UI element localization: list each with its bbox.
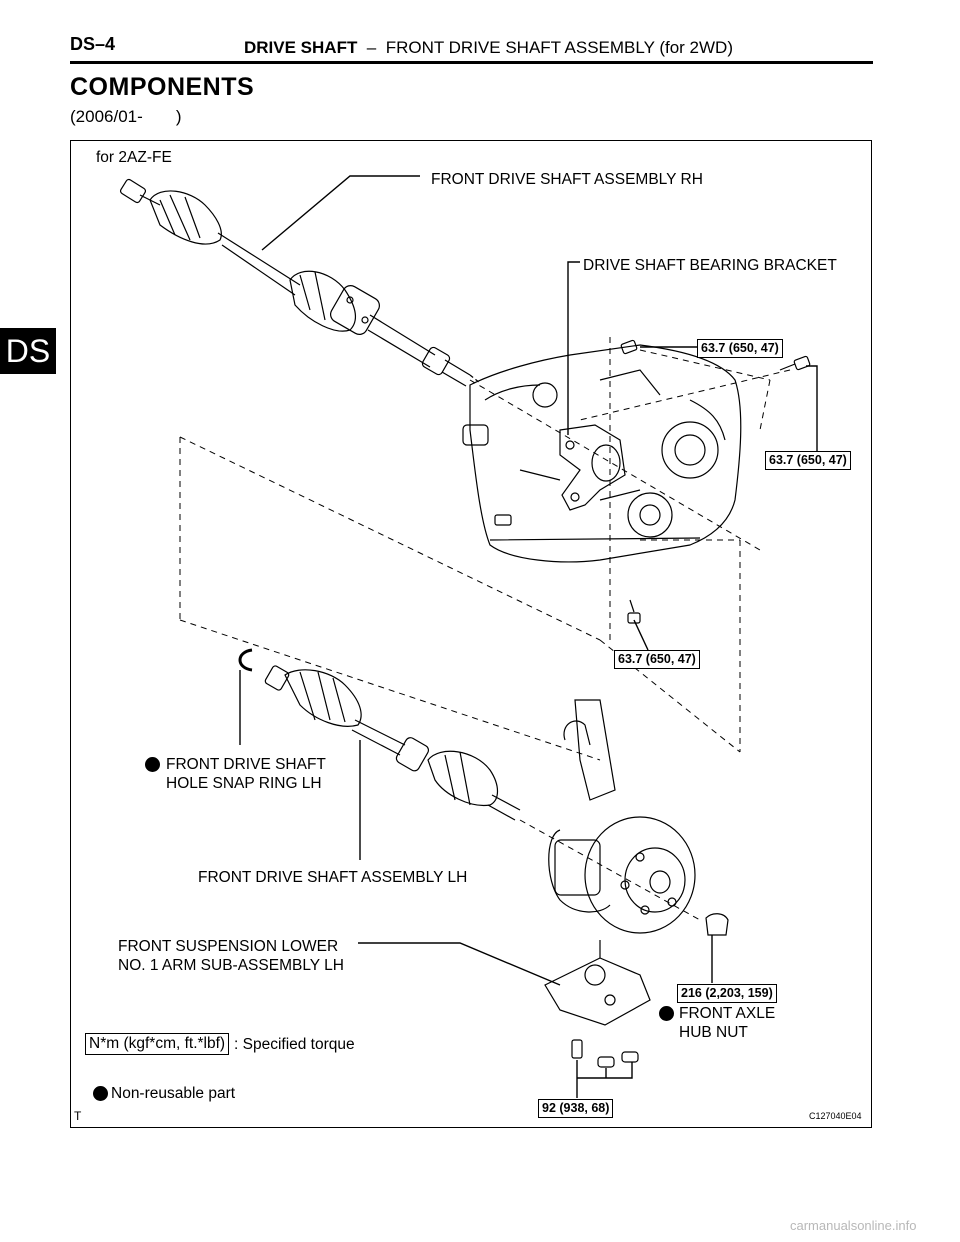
legend-non-reusable-marker: [93, 1086, 108, 1101]
section-name: DRIVE SHAFT: [244, 38, 358, 57]
side-tab: DS: [0, 328, 56, 374]
section-title: DRIVE SHAFT – FRONT DRIVE SHAFT ASSEMBLY…: [244, 38, 733, 58]
label-shaft-rh: FRONT DRIVE SHAFT ASSEMBLY RH: [431, 171, 703, 188]
legend-torque-unit: N*m (kgf*cm, ft.*lbf): [85, 1033, 230, 1055]
label-bearing-bracket: DRIVE SHAFT BEARING BRACKET: [583, 257, 837, 274]
non-reusable-marker: [659, 1006, 674, 1021]
lower-arm: [544, 940, 651, 1026]
torque-bracket-top-left: 63.7 (650, 47): [697, 339, 783, 358]
legend-torque-desc: : Specified torque: [234, 1036, 355, 1053]
date-range: (2006/01- ): [70, 107, 182, 126]
assembly-dashed-lines: [179, 337, 791, 921]
leader-lines: [239, 175, 818, 1098]
bolts: [571, 339, 811, 1068]
snap-ring: [238, 648, 253, 672]
watermark: carmanualsonline.info: [790, 1218, 917, 1233]
torque-bracket-bottom: 63.7 (650, 47): [614, 650, 700, 669]
legend-non-reusable: Non-reusable part: [111, 1085, 236, 1102]
drive-shaft-rh: [119, 178, 481, 387]
label-shaft-lh: FRONT DRIVE SHAFT ASSEMBLY LH: [198, 869, 468, 886]
section-subtitle: – FRONT DRIVE SHAFT ASSEMBLY (for 2WD): [357, 38, 733, 57]
label-lower-arm: FRONT SUSPENSION LOWER NO. 1 ARM SUB-ASS…: [118, 937, 344, 975]
label-lower-arm-line2: NO. 1 ARM SUB-ASSEMBLY LH: [118, 957, 344, 974]
label-hub-nut-line1: FRONT AXLE: [679, 1005, 776, 1022]
corner-mark: T: [74, 1109, 82, 1123]
torque-hub-nut: 216 (2,203, 159): [677, 984, 777, 1003]
page-title: COMPONENTS: [70, 73, 255, 101]
label-snap-ring-line2: HOLE SNAP RING LH: [166, 775, 322, 792]
drive-shaft-lh: [264, 665, 521, 821]
label-snap-ring: FRONT DRIVE SHAFT HOLE SNAP RING LH: [166, 755, 326, 793]
torque-bracket-top-right: 63.7 (650, 47): [765, 451, 851, 470]
non-reusable-marker: [145, 757, 160, 772]
steering-knuckle: [548, 699, 696, 934]
variant-label: for 2AZ-FE: [96, 149, 172, 166]
bearing-bracket: [559, 424, 626, 511]
page-code: DS–4: [70, 34, 116, 54]
figure-code: C127040E04: [809, 1111, 862, 1121]
label-snap-ring-line1: FRONT DRIVE SHAFT: [166, 756, 326, 773]
label-lower-arm-line1: FRONT SUSPENSION LOWER: [118, 938, 339, 955]
torque-lower-arm-bolts: 92 (938, 68): [538, 1099, 614, 1118]
transaxle-housing: [462, 344, 742, 563]
label-hub-nut: FRONT AXLE HUB NUT: [679, 1004, 775, 1042]
header-rule: [70, 61, 873, 64]
label-hub-nut-line2: HUB NUT: [679, 1024, 748, 1041]
diagram-frame: [70, 140, 872, 1128]
